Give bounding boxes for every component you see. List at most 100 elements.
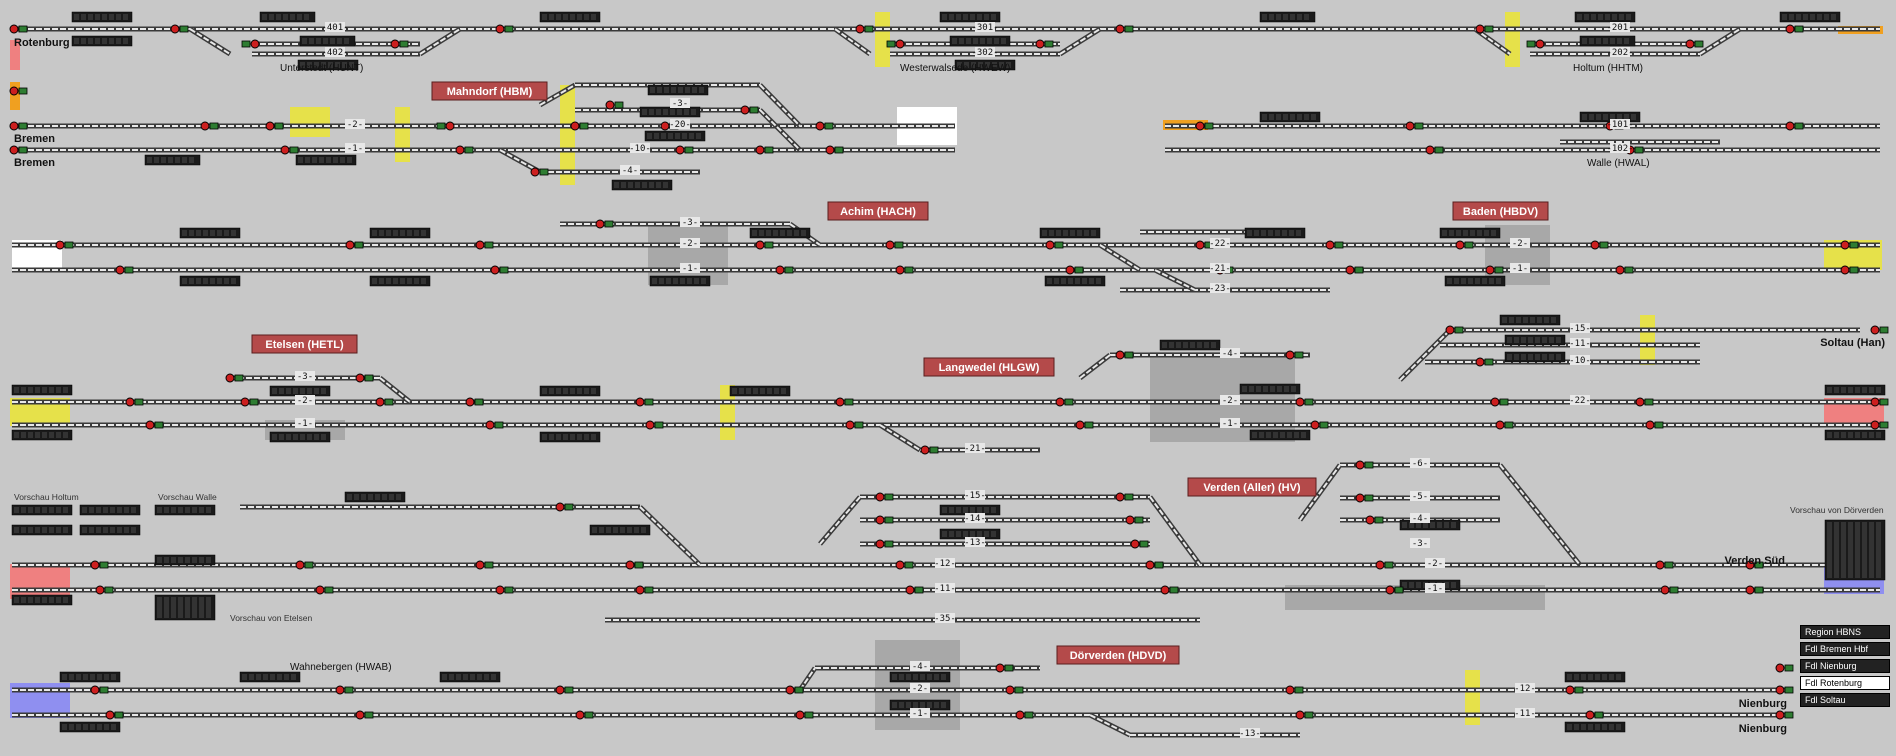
signal-red-icon[interactable] — [455, 145, 465, 155]
signal-red-icon[interactable] — [1195, 121, 1205, 131]
signal[interactable] — [1115, 350, 1134, 360]
signal[interactable] — [1065, 265, 1084, 275]
signal[interactable] — [1355, 460, 1374, 470]
signal[interactable] — [436, 121, 455, 131]
signal-red-icon[interactable] — [530, 167, 540, 177]
signal-red-icon[interactable] — [1285, 350, 1295, 360]
signal[interactable] — [895, 265, 914, 275]
signal-red-icon[interactable] — [555, 685, 565, 695]
signal[interactable] — [1445, 325, 1464, 335]
signal[interactable] — [9, 24, 28, 34]
signal-red-icon[interactable] — [855, 24, 865, 34]
signal[interactable] — [1195, 121, 1214, 131]
signal-red-icon[interactable] — [1195, 240, 1205, 250]
signal[interactable] — [265, 121, 284, 131]
signal[interactable] — [1045, 240, 1064, 250]
signal[interactable] — [90, 560, 109, 570]
signal[interactable] — [90, 685, 109, 695]
signal-red-icon[interactable] — [280, 145, 290, 155]
signal-red-icon[interactable] — [595, 219, 605, 229]
signal[interactable] — [1870, 325, 1889, 335]
signal-red-icon[interactable] — [795, 710, 805, 720]
signal-red-icon[interactable] — [90, 560, 100, 570]
track-segment[interactable] — [1098, 242, 1142, 273]
signal-red-icon[interactable] — [995, 663, 1005, 673]
signal-red-icon[interactable] — [475, 560, 485, 570]
signal[interactable] — [1160, 585, 1179, 595]
signal-red-icon[interactable] — [605, 100, 615, 110]
signal[interactable] — [1005, 685, 1024, 695]
signal-red-icon[interactable] — [95, 585, 105, 595]
signal-red-icon[interactable] — [1870, 325, 1880, 335]
signal[interactable] — [755, 240, 774, 250]
signal[interactable] — [625, 560, 644, 570]
signal-red-icon[interactable] — [1075, 420, 1085, 430]
signal[interactable] — [875, 539, 894, 549]
signal[interactable] — [1075, 420, 1094, 430]
signal-red-icon[interactable] — [1125, 515, 1135, 525]
signal-red-icon[interactable] — [1870, 420, 1880, 430]
signal-red-icon[interactable] — [170, 24, 180, 34]
signal-red-icon[interactable] — [1365, 515, 1375, 525]
signal-red-icon[interactable] — [495, 585, 505, 595]
signal[interactable] — [475, 240, 494, 250]
signal[interactable] — [645, 420, 664, 430]
signal-red-icon[interactable] — [1325, 240, 1335, 250]
track-segment[interactable] — [878, 422, 922, 453]
signal[interactable] — [855, 24, 874, 34]
signal-red-icon[interactable] — [815, 121, 825, 131]
signal-red-icon[interactable] — [1115, 492, 1125, 502]
signal-red-icon[interactable] — [1065, 265, 1075, 275]
signal[interactable] — [1635, 397, 1654, 407]
signal-red-icon[interactable] — [1145, 560, 1155, 570]
signal-red-icon[interactable] — [495, 24, 505, 34]
signal[interactable] — [1145, 560, 1164, 570]
signal[interactable] — [241, 39, 260, 49]
signal[interactable] — [995, 663, 1014, 673]
signal-red-icon[interactable] — [555, 502, 565, 512]
signal[interactable] — [1660, 585, 1679, 595]
signal-red-icon[interactable] — [1775, 710, 1785, 720]
signal[interactable] — [1785, 121, 1804, 131]
signal[interactable] — [1325, 240, 1344, 250]
signal-red-icon[interactable] — [1455, 240, 1465, 250]
signal-red-icon[interactable] — [1655, 560, 1665, 570]
signal[interactable] — [295, 560, 314, 570]
signal-red-icon[interactable] — [105, 710, 115, 720]
signal-red-icon[interactable] — [570, 121, 580, 131]
signal-red-icon[interactable] — [1785, 121, 1795, 131]
track-segment[interactable] — [188, 26, 232, 57]
signal-red-icon[interactable] — [1775, 685, 1785, 695]
signal[interactable] — [495, 24, 514, 34]
signal-red-icon[interactable] — [9, 24, 19, 34]
signal-red-icon[interactable] — [200, 121, 210, 131]
signal-red-icon[interactable] — [1115, 350, 1125, 360]
signal[interactable] — [825, 145, 844, 155]
signal-red-icon[interactable] — [625, 560, 635, 570]
signal[interactable] — [1590, 240, 1609, 250]
signal-red-icon[interactable] — [635, 397, 645, 407]
signal-red-icon[interactable] — [1355, 460, 1365, 470]
signal[interactable] — [795, 710, 814, 720]
signal[interactable] — [570, 121, 589, 131]
signal[interactable] — [1475, 24, 1494, 34]
signal-red-icon[interactable] — [675, 145, 685, 155]
signal[interactable] — [575, 710, 594, 720]
signal-red-icon[interactable] — [1310, 420, 1320, 430]
legend-item-fdl-rotenburg[interactable]: Fdl Rotenburg — [1800, 676, 1890, 690]
signal[interactable] — [895, 560, 914, 570]
signal[interactable] — [1475, 357, 1494, 367]
signal-red-icon[interactable] — [55, 240, 65, 250]
signal[interactable] — [1495, 420, 1514, 430]
signal[interactable] — [1655, 560, 1674, 570]
signal[interactable] — [1355, 493, 1374, 503]
signal-red-icon[interactable] — [1535, 39, 1545, 49]
signal-red-icon[interactable] — [1685, 39, 1695, 49]
signal-red-icon[interactable] — [645, 420, 655, 430]
signal-red-icon[interactable] — [475, 240, 485, 250]
signal-red-icon[interactable] — [315, 585, 325, 595]
signal-red-icon[interactable] — [1745, 560, 1755, 570]
signal-red-icon[interactable] — [905, 585, 915, 595]
signal-red-icon[interactable] — [1590, 240, 1600, 250]
signal[interactable] — [1565, 685, 1584, 695]
